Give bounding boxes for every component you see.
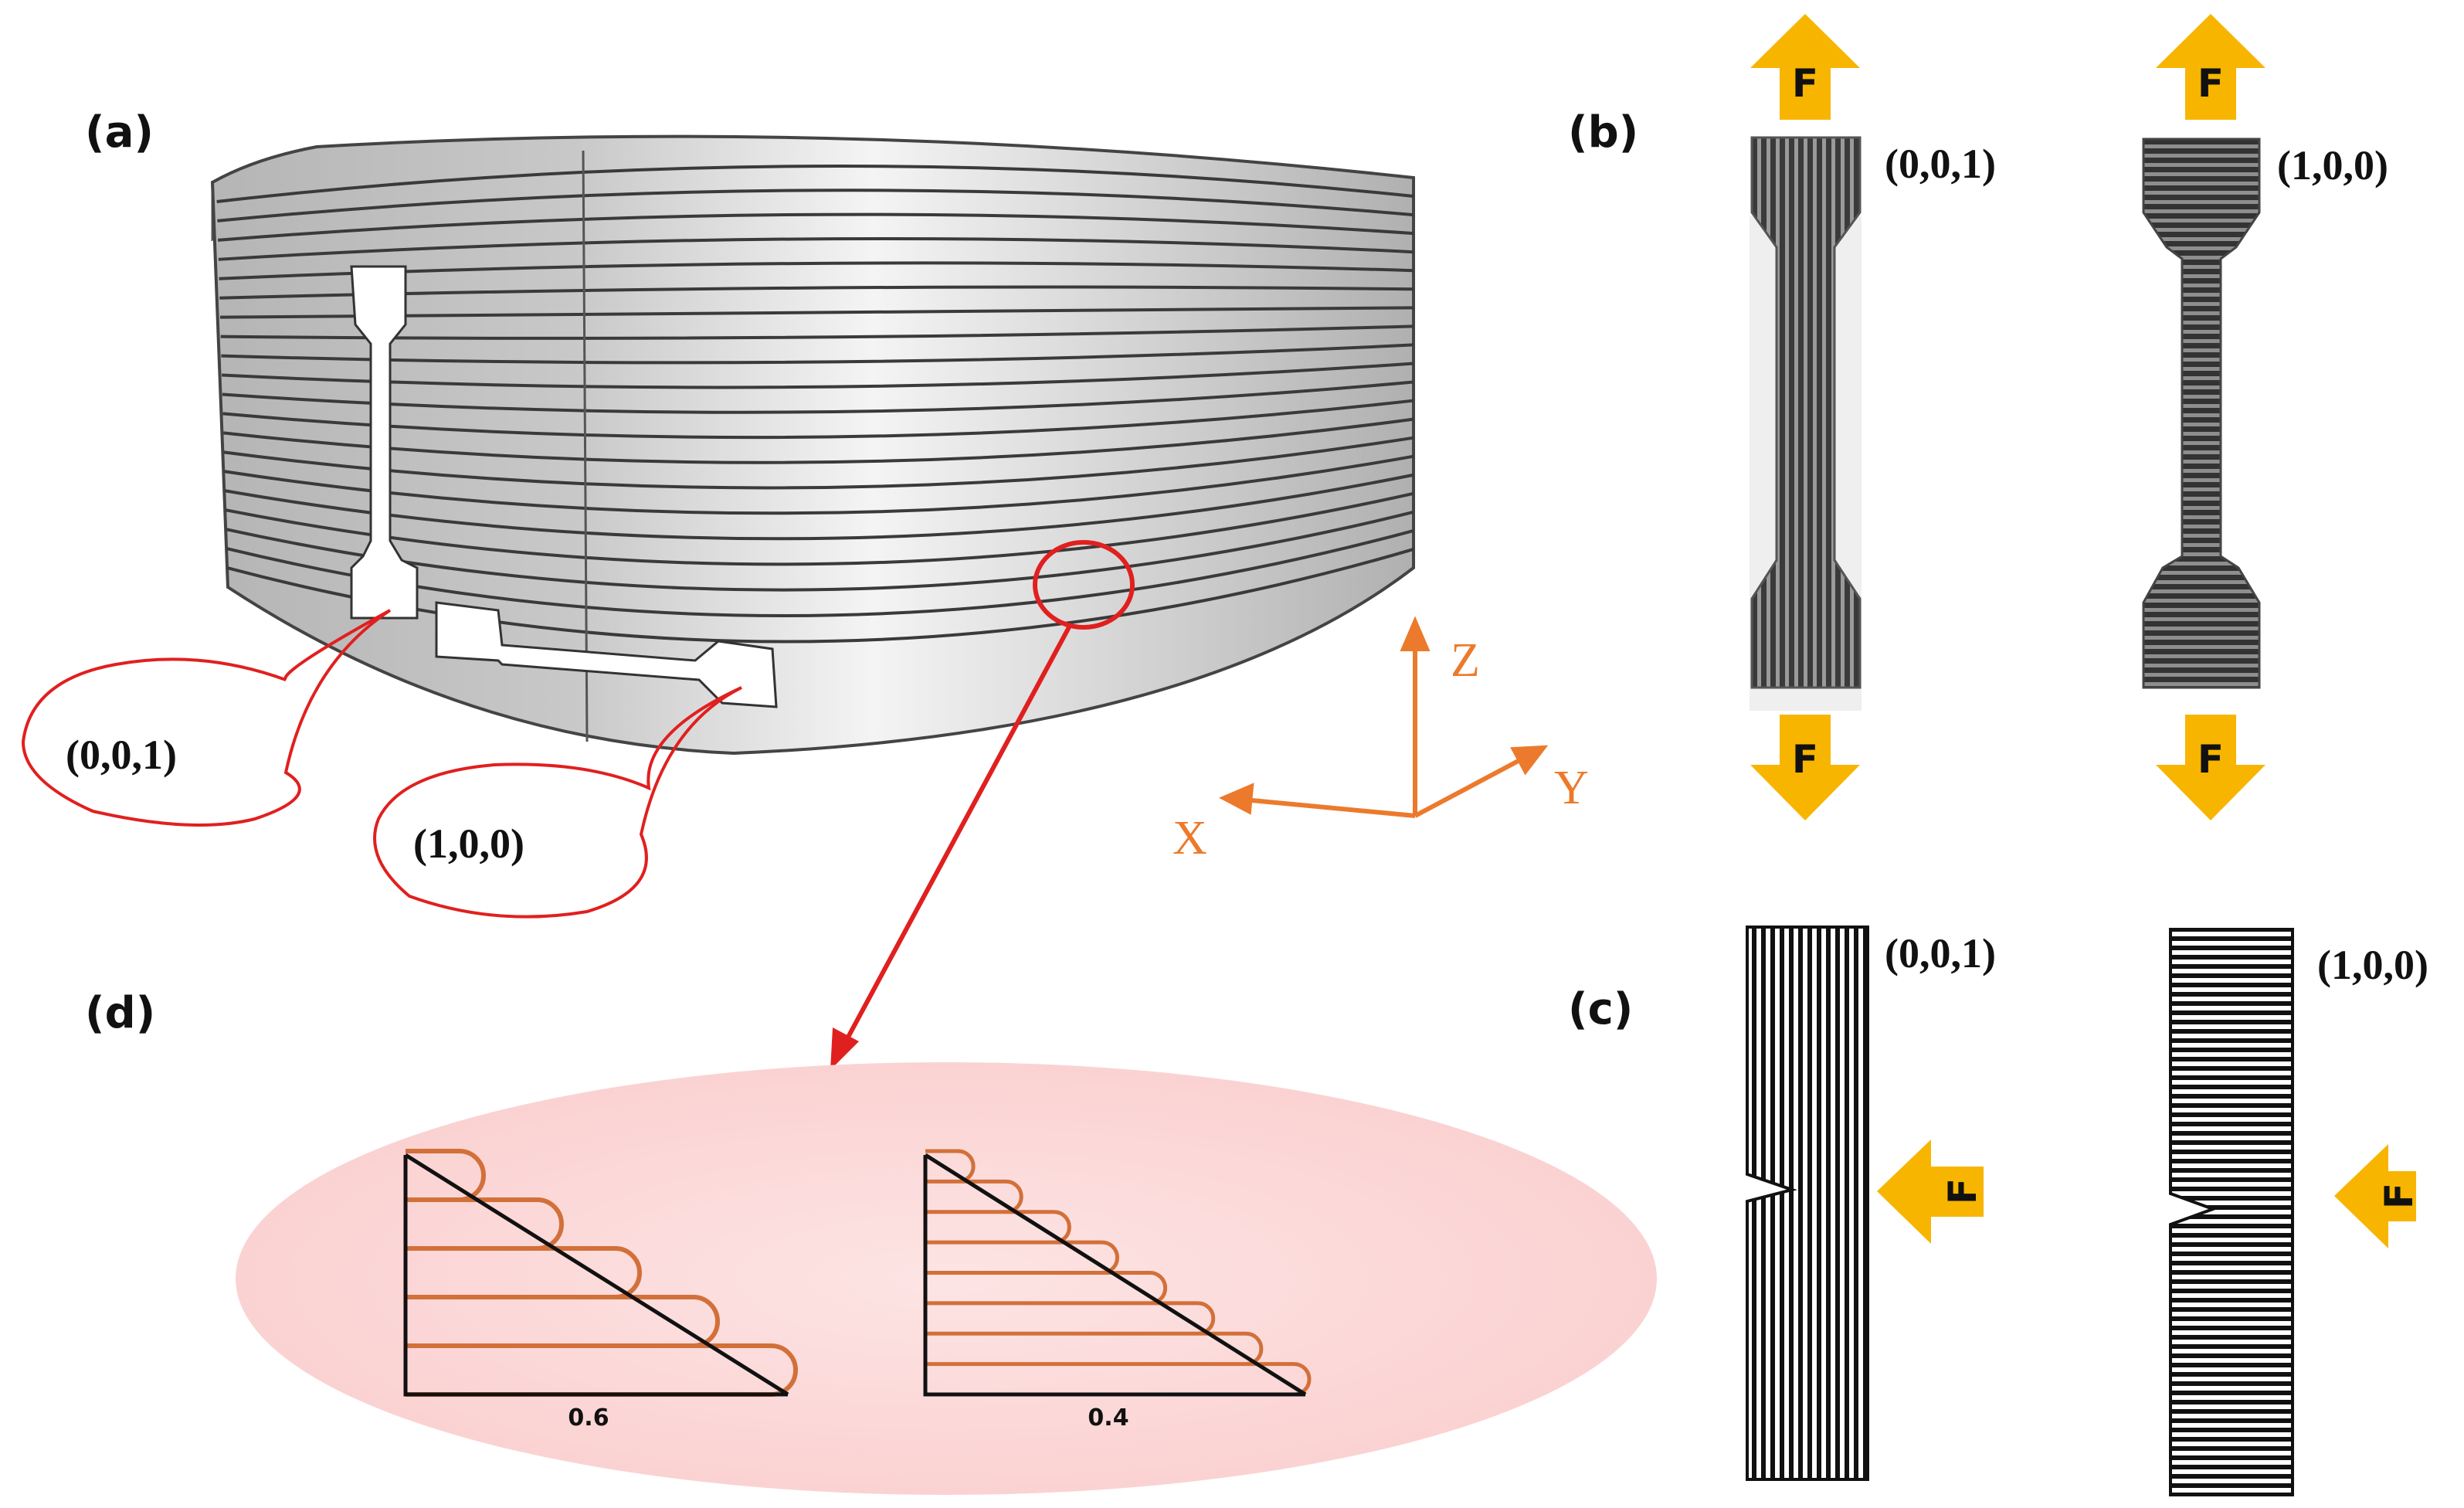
layer-line bbox=[225, 491, 1414, 566]
panel-label-b: (b) bbox=[1568, 107, 1638, 158]
layer-line bbox=[225, 473, 1414, 541]
callout-vertical-specimen: (0,0,1) bbox=[21, 609, 392, 827]
zoom-circle bbox=[1033, 540, 1135, 630]
callout-horizontal-specimen: (1,0,0) bbox=[373, 686, 742, 919]
svg-text:F: F bbox=[1792, 737, 1818, 782]
impact-force-arrow-right: F bbox=[2334, 1144, 2422, 1248]
zoom-arrow bbox=[843, 624, 1072, 1043]
layer-profile-large: 0.6 bbox=[403, 1149, 798, 1432]
panel-label-a: (a) bbox=[85, 107, 154, 158]
layer-line bbox=[218, 236, 1414, 261]
layer-line bbox=[224, 454, 1414, 515]
zoom-background bbox=[236, 1062, 1657, 1495]
tensile-force-arrow-top-right: F bbox=[2156, 14, 2265, 120]
axis-label-z: Z bbox=[1451, 634, 1480, 687]
tensile-force-arrow-bottom-right: F bbox=[2156, 715, 2265, 820]
vertical-specimen-cutout bbox=[350, 265, 419, 620]
layer-line bbox=[223, 417, 1414, 464]
svg-text:F: F bbox=[1792, 61, 1818, 106]
layer-profile-large-value: 0.6 bbox=[568, 1404, 609, 1432]
layer-line bbox=[217, 212, 1414, 242]
horizontal-specimen-cutout bbox=[435, 601, 778, 708]
layer-line bbox=[220, 324, 1414, 340]
impact-specimen-horizontal bbox=[2169, 928, 2294, 1496]
impact-orientation-left: (0,0,1) bbox=[1885, 930, 1996, 976]
svg-text:F: F bbox=[2198, 61, 2224, 106]
tensile-specimen-horizontal bbox=[2142, 138, 2261, 689]
layer-line bbox=[216, 165, 1414, 203]
callout-label-vertical: (0,0,1) bbox=[66, 732, 177, 778]
svg-text:F: F bbox=[1940, 1178, 1985, 1204]
printed-cylinder-wall bbox=[210, 134, 1415, 756]
axis-label-x: X bbox=[1173, 812, 1207, 864]
tensile-specimen-vertical bbox=[1750, 136, 1862, 711]
layer-profile-small: 0.4 bbox=[923, 1149, 1312, 1432]
tensile-orientation-right: (1,0,0) bbox=[2277, 142, 2388, 188]
impact-force-arrow-left: F bbox=[1877, 1139, 1985, 1244]
bead-outline bbox=[406, 1149, 798, 1397]
svg-text:F: F bbox=[2198, 737, 2224, 782]
layer-line bbox=[222, 399, 1414, 440]
layer-line bbox=[217, 188, 1414, 222]
bead-outline bbox=[925, 1149, 1312, 1397]
callout-label-horizontal: (1,0,0) bbox=[413, 820, 524, 867]
layer-line bbox=[222, 380, 1414, 414]
panel-label-c: (c) bbox=[1568, 984, 1633, 1034]
tensile-orientation-left: (0,0,1) bbox=[1885, 141, 1996, 187]
impact-specimen-vertical bbox=[1746, 926, 1869, 1481]
axis-label-y: Y bbox=[1554, 762, 1589, 814]
tensile-force-arrow-bottom-left: F bbox=[1750, 715, 1860, 820]
layer-line bbox=[223, 436, 1414, 490]
zoom-arrow-head bbox=[830, 1027, 859, 1070]
layer-profile-small-value: 0.4 bbox=[1088, 1404, 1128, 1432]
coordinate-axes bbox=[1219, 616, 1549, 818]
layer-line bbox=[221, 343, 1414, 365]
svg-text:F: F bbox=[2377, 1183, 2422, 1209]
tensile-force-arrow-top-left: F bbox=[1750, 14, 1860, 120]
layer-line bbox=[222, 362, 1414, 389]
impact-orientation-right: (1,0,0) bbox=[2317, 942, 2428, 988]
panel-label-d: (d) bbox=[85, 988, 155, 1038]
